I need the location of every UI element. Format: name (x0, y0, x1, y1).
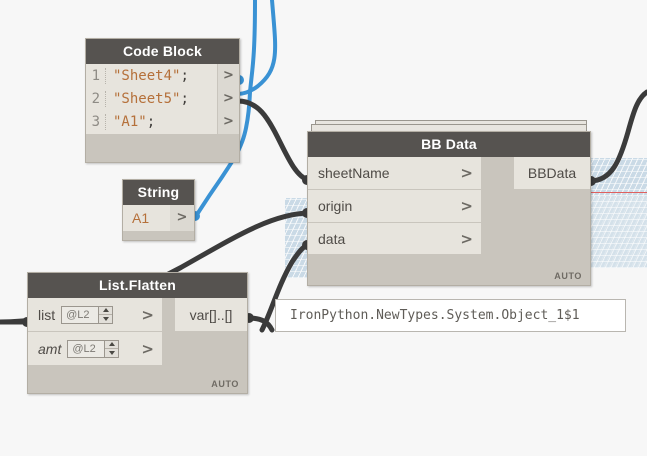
code-block-editor[interactable]: 1 "Sheet4"; 2 "Sheet5"; 3 "A1"; (86, 64, 219, 134)
input-port-origin[interactable]: origin > (308, 190, 481, 223)
node-string[interactable]: String A1 > (122, 179, 195, 241)
lacing-badge-bb-data: AUTO (554, 271, 582, 281)
string-output-chevron-icon[interactable]: > (170, 205, 194, 231)
background-redline (586, 192, 647, 193)
code-line-number: 2 (86, 90, 106, 107)
list-flatten-input-ports: list @L2 > amt @L2 > (28, 298, 162, 366)
input-port-data[interactable]: data > (308, 223, 481, 255)
background-geometry-center (285, 198, 307, 278)
code-line-text[interactable]: "Sheet5"; (113, 90, 189, 107)
chevron-right-icon: > (460, 164, 473, 182)
node-bb-data[interactable]: BB Data sheetName > origin > data > BBDa… (307, 131, 591, 286)
list-level-value: @L2 (72, 342, 96, 355)
stepper-down-icon[interactable] (105, 349, 118, 357)
output-port-bbdata[interactable]: BBData (514, 157, 590, 190)
input-port-amt[interactable]: amt @L2 > (28, 332, 162, 366)
input-port-list[interactable]: list @L2 > (28, 298, 162, 332)
output-port-3-chevron-icon[interactable]: > (223, 114, 234, 129)
code-line-number: 3 (86, 113, 106, 130)
preview-bubble[interactable]: IronPython.NewTypes.System.Object_1$1 (275, 299, 626, 332)
string-value-input[interactable]: A1 (123, 205, 172, 231)
stepper-down-icon[interactable] (99, 315, 112, 323)
output-port-var[interactable]: var[]..[] (175, 298, 247, 332)
input-port-label: sheetName (318, 165, 390, 181)
node-list-flatten[interactable]: List.Flatten list @L2 > amt @L2 > var[].… (27, 272, 248, 394)
input-port-label: data (318, 230, 346, 247)
node-title-string: String (123, 180, 194, 205)
input-port-label: amt (38, 340, 62, 357)
chevron-right-icon: > (141, 339, 154, 358)
lacing-badge-list-flatten: AUTO (211, 379, 239, 389)
list-level-value: @L2 (66, 308, 90, 321)
node-code-block[interactable]: Code Block 1 "Sheet4"; 2 "Sheet5"; 3 "A1… (85, 38, 240, 163)
input-port-sheetname[interactable]: sheetName > (308, 157, 481, 190)
code-line-number: 1 (86, 67, 106, 84)
stepper-up-icon[interactable] (105, 341, 119, 349)
preview-value: IronPython.NewTypes.System.Object_1$1 (290, 308, 580, 323)
chevron-right-icon: > (141, 305, 154, 324)
node-title-list-flatten: List.Flatten (28, 273, 247, 298)
code-line-text[interactable]: "A1"; (113, 113, 156, 130)
output-port-1-chevron-icon[interactable]: > (223, 68, 234, 83)
output-port-2-chevron-icon[interactable]: > (223, 91, 234, 106)
node-title-code-block: Code Block (86, 39, 239, 64)
input-port-label: origin (318, 198, 353, 214)
chevron-right-icon: > (460, 197, 473, 215)
input-port-label: list (38, 306, 56, 323)
node-title-bb-data: BB Data (308, 132, 590, 157)
list-level-stepper-list[interactable]: @L2 (61, 305, 114, 324)
list-level-stepper-amt[interactable]: @L2 (67, 339, 120, 358)
code-line[interactable]: 1 "Sheet4"; (86, 64, 219, 87)
code-line-text[interactable]: "Sheet4"; (113, 67, 189, 84)
stepper-buttons[interactable] (98, 306, 113, 323)
code-line[interactable]: 2 "Sheet5"; (86, 87, 219, 110)
stepper-up-icon[interactable] (99, 307, 113, 315)
code-line[interactable]: 3 "A1"; (86, 110, 219, 133)
stepper-buttons[interactable] (104, 340, 119, 357)
chevron-right-icon: > (460, 229, 473, 248)
code-block-output-column: > > > (217, 64, 239, 134)
bb-data-input-ports: sheetName > origin > data > (308, 157, 481, 255)
background-geometry-right-lower (583, 196, 647, 268)
